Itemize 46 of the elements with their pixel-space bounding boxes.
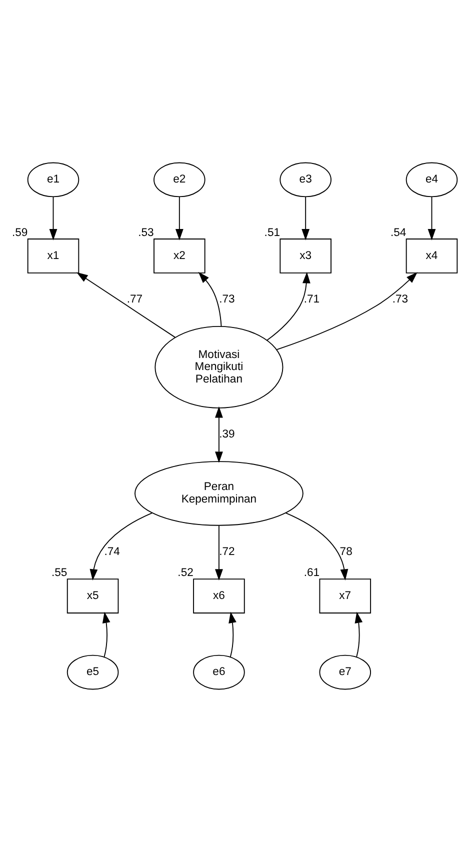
node-label: .61 bbox=[304, 566, 320, 579]
node-ellipse: e5 bbox=[66, 654, 119, 690]
edge-label: .39 bbox=[219, 428, 235, 441]
edge-label: .73 bbox=[219, 294, 235, 306]
node-ellipse: Motivasi Mengikuti Pelatihan bbox=[154, 326, 284, 408]
arrow bbox=[302, 196, 310, 240]
node-label: .59 bbox=[12, 226, 28, 239]
node-box: x1 bbox=[27, 238, 80, 274]
node-label: .52 bbox=[178, 566, 194, 579]
node-ellipse: e6 bbox=[193, 654, 245, 690]
node-ellipse: e1 bbox=[27, 162, 80, 198]
arrow bbox=[215, 525, 223, 580]
arrow bbox=[49, 196, 58, 240]
node-ellipse: Peran Kepemimpinan bbox=[134, 461, 304, 526]
node-ellipse: e7 bbox=[319, 654, 372, 690]
arrow bbox=[90, 512, 153, 580]
node-ellipse: e4 bbox=[406, 162, 458, 198]
arrow bbox=[102, 612, 110, 658]
node-ellipse: e2 bbox=[154, 162, 206, 198]
node-box: x2 bbox=[154, 238, 206, 274]
arrow bbox=[354, 612, 363, 658]
node-box: x5 bbox=[66, 578, 119, 614]
edge-label: 78 bbox=[340, 546, 352, 558]
arrow bbox=[198, 272, 222, 327]
edge-label: .73 bbox=[392, 294, 408, 306]
node-label: .51 bbox=[264, 226, 280, 239]
arrow bbox=[285, 512, 348, 580]
arrow bbox=[266, 272, 310, 341]
node-label: .55 bbox=[52, 566, 68, 579]
edge-label: .72 bbox=[219, 546, 235, 558]
node-box: x7 bbox=[319, 578, 372, 614]
node-box: x6 bbox=[193, 578, 245, 614]
arrow bbox=[228, 612, 236, 658]
arrow bbox=[215, 406, 223, 463]
arrow bbox=[428, 196, 436, 240]
node-label: .53 bbox=[138, 226, 154, 239]
node-label: .54 bbox=[390, 226, 406, 239]
edge-label: .77 bbox=[126, 294, 143, 306]
arrow bbox=[276, 272, 418, 350]
arrow bbox=[76, 272, 176, 338]
node-box: x4 bbox=[406, 238, 458, 274]
arrow bbox=[175, 196, 184, 240]
node-ellipse: e3 bbox=[280, 162, 332, 198]
edge-label: .71 bbox=[304, 294, 320, 306]
node-box: x3 bbox=[280, 238, 332, 274]
edge-label: .74 bbox=[104, 546, 120, 558]
